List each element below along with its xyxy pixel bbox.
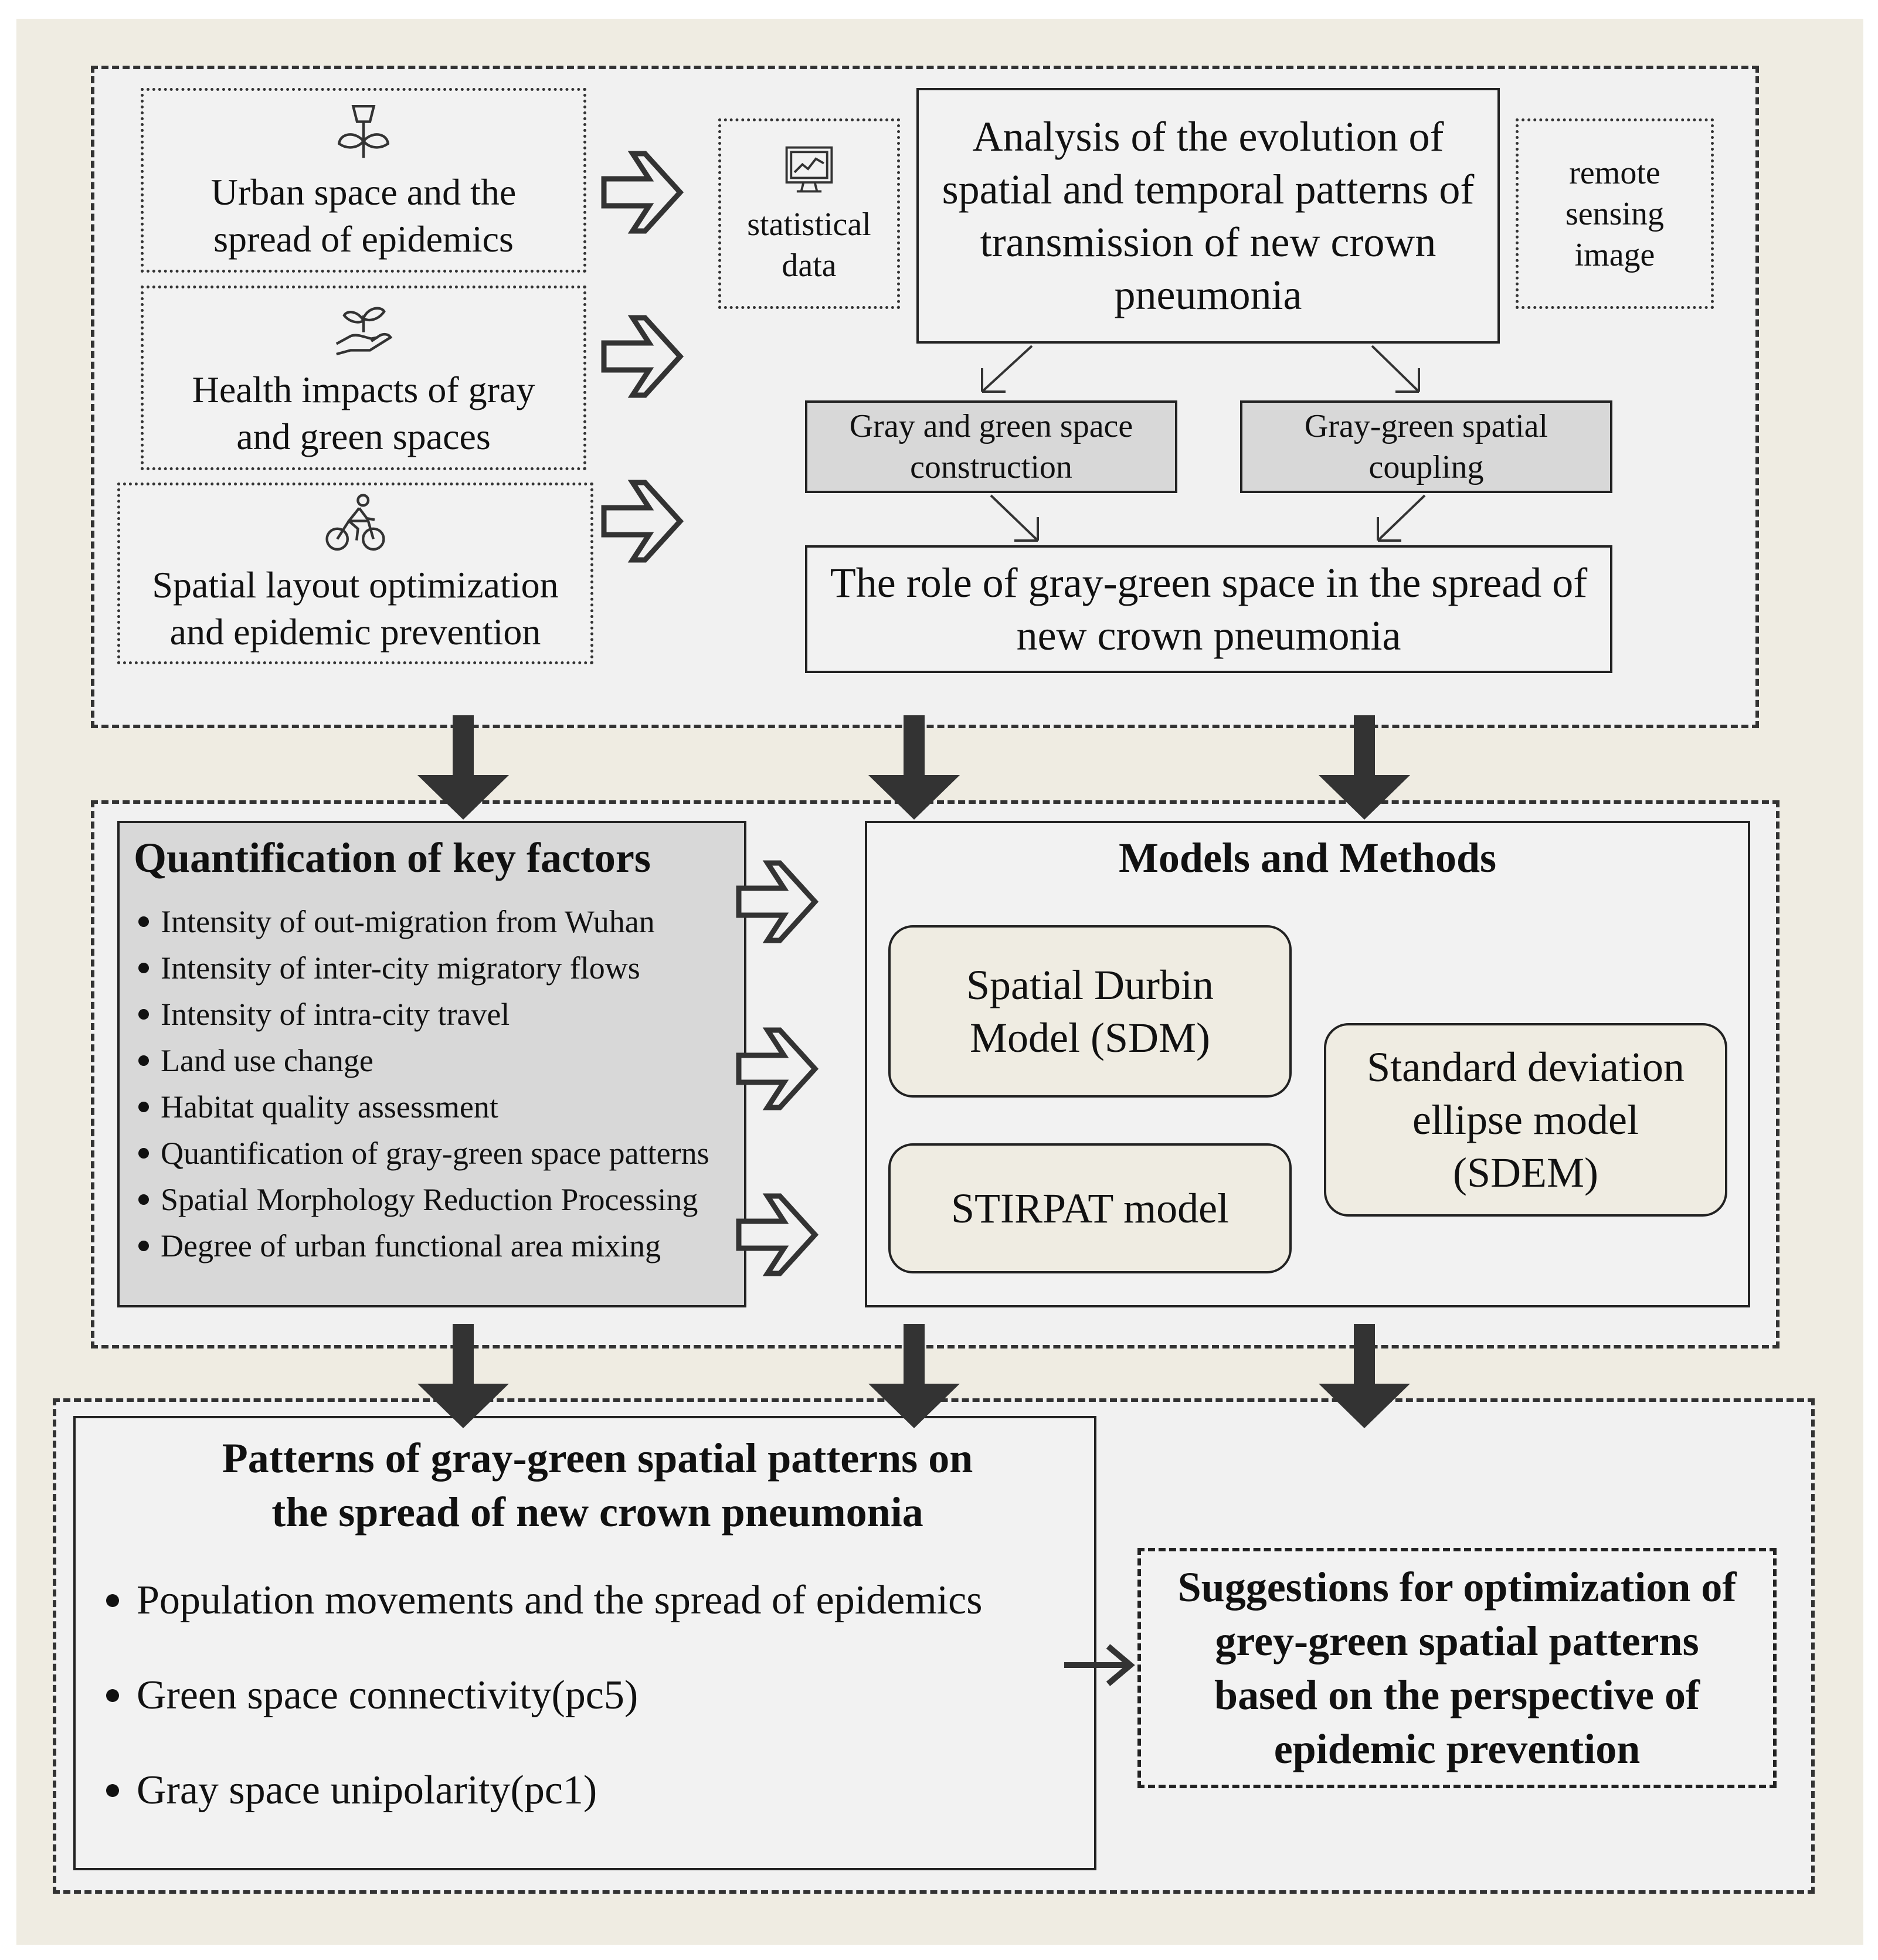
outline-arrow-3 [601,480,684,563]
factor-list: Intensity of out-migration from Wuhan In… [134,899,744,1269]
patterns-title: Patterns of gray-green spatial patterns … [222,1435,973,1536]
construction-to-role-arrow [990,494,1039,542]
models-title: Models and Methods [1118,834,1497,881]
monitor-chart-icon [781,142,837,198]
sdem-box: Standard deviation ellipse model (SDEM) [1324,1023,1727,1217]
down-arrow-2 [868,715,960,820]
down-arrow-1 [417,715,509,820]
health-impacts-box: Health impacts of gray and green spaces [141,286,586,470]
factor-item: Habitat quality assessment [134,1084,744,1130]
patterns-box: Patterns of gray-green spatial patterns … [73,1416,1096,1870]
outline-arrow-6 [736,1193,819,1276]
pattern-item: Population movements and the spread of e… [93,1577,982,1625]
gray-green-construction-box: Gray and green space construction [805,400,1177,493]
spatial-layout-box: Spatial layout optimization and epidemic… [117,483,593,664]
health-impacts-label: Health impacts of gray and green spaces [192,368,535,457]
role-box: The role of gray-green space in the spre… [805,545,1612,673]
patterns-to-suggestions-arrow [1064,1644,1135,1686]
quantification-title: Quantification of key factors [134,834,651,881]
down-arrow-4 [417,1324,509,1428]
down-arrow-3 [1319,715,1410,820]
urban-space-box: Urban space and the spread of epidemics [141,88,586,273]
down-arrows [417,715,1410,1428]
outline-arrows [601,151,819,1276]
spatial-layout-label: Spatial layout optimization and epidemic… [152,564,559,653]
analysis-box: Analysis of the evolution of spatial and… [916,88,1500,344]
sdm-box: Spatial Durbin Model (SDM) [888,925,1292,1098]
outline-arrow-2 [601,315,684,398]
urban-space-label: Urban space and the spread of epidemics [210,171,517,260]
analysis-label: Analysis of the evolution of spatial and… [942,113,1475,318]
remote-sensing-label: remote sensing image [1565,154,1664,273]
factor-item: Quantification of gray-green space patte… [134,1130,744,1177]
patterns-list: Population movements and the spread of e… [93,1577,982,1862]
outline-arrow-1 [601,151,684,234]
suggestions-label: Suggestions for optimization of grey-gre… [1177,1564,1737,1772]
factor-item: Intensity of out-migration from Wuhan [134,899,744,945]
pattern-item: Gray space unipolarity(pc1) [93,1767,982,1815]
role-label: The role of gray-green space in the spre… [830,559,1588,659]
coupling-to-role-arrow [1377,494,1426,542]
factor-item: Intensity of inter-city migratory flows [134,945,744,991]
factor-item: Degree of urban functional area mixing [134,1223,744,1269]
analysis-to-coupling-arrow [1371,345,1420,393]
gray-green-construction-label: Gray and green space construction [849,408,1133,485]
outline-arrow-4 [736,860,819,943]
down-arrow-6 [1319,1324,1410,1428]
thin-arrows [981,345,1426,542]
stirpat-box: STIRPAT model [888,1143,1292,1273]
statistical-data-label: statistical data [747,206,871,284]
sdm-label: Spatial Durbin Model (SDM) [966,962,1214,1061]
stirpat-label: STIRPAT model [950,1185,1230,1232]
statistical-data-box: statistical data [718,118,900,309]
outline-arrow-5 [736,1027,819,1110]
cyclist-icon [323,491,388,556]
quantification-box: Quantification of key factors Intensity … [117,821,746,1307]
factor-item: Land use change [134,1038,744,1084]
analysis-to-construction-arrow [981,345,1033,393]
gray-green-coupling-label: Gray-green spatial coupling [1304,408,1548,485]
flower-icon [331,98,396,163]
sdem-label: Standard deviation ellipse model (SDEM) [1367,1044,1685,1196]
plant-in-hand-icon [331,296,396,361]
down-arrow-5 [868,1324,960,1428]
remote-sensing-box: remote sensing image [1516,118,1714,309]
gray-green-coupling-box: Gray-green spatial coupling [1240,400,1612,493]
factor-item: Intensity of intra-city travel [134,991,744,1038]
factor-item: Spatial Morphology Reduction Processing [134,1177,744,1223]
suggestions-box: Suggestions for optimization of grey-gre… [1137,1548,1777,1788]
pattern-item: Green space connectivity(pc5) [93,1672,982,1720]
